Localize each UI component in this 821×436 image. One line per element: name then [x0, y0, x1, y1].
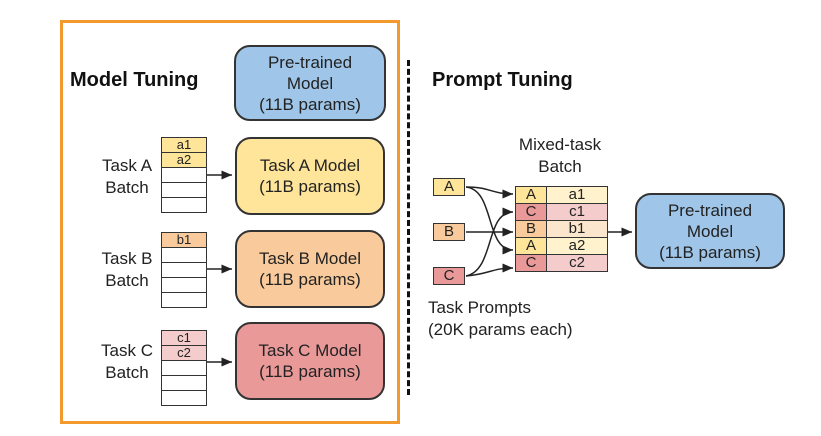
mixed-row: C c1 [516, 204, 607, 221]
task-a-model-params: (11B params) [259, 177, 361, 196]
task-a-batch-label: Task A Batch [92, 155, 162, 199]
pretrained-line1: Pre-trained [267, 52, 353, 72]
mixed-row-task: A [516, 238, 547, 254]
task-b-model-params: (11B params) [259, 270, 361, 289]
task-a-label: Task A [101, 156, 153, 175]
batch-cell [162, 168, 206, 183]
batch-label: Batch [105, 178, 149, 197]
task-c-batch: c1 c2 [161, 330, 207, 406]
task-prompt-a: A [433, 178, 465, 196]
batch-cell: b1 [162, 233, 206, 248]
pretrained-model-box: Pre-trained Model (11B params) [234, 45, 386, 121]
mixed-title-line2: Batch [538, 157, 582, 176]
task-b-batch: b1 [161, 232, 207, 308]
task-b-label: Task B [101, 249, 153, 268]
mixed-row-task: C [516, 204, 547, 220]
batch-cell [162, 376, 206, 391]
task-c-label: Task C [101, 341, 153, 360]
mixed-row-item: c2 [547, 255, 607, 271]
task-prompt-b: B [433, 223, 465, 241]
batch-label: Batch [105, 271, 149, 290]
pretrained-line3: (11B params) [659, 242, 761, 262]
task-c-model-params: (11B params) [259, 362, 361, 381]
mixed-row: B b1 [516, 221, 607, 238]
mixed-row: A a1 [516, 187, 607, 204]
batch-cell [162, 248, 206, 263]
arrow-prompt-c-to-row5 [465, 263, 514, 277]
model-tuning-frame [60, 20, 400, 424]
task-b-model-box: Task B Model (11B params) [235, 230, 385, 308]
mixed-row-task: B [516, 221, 547, 237]
batch-cell: c2 [162, 346, 206, 361]
task-b-model-name: Task B Model [258, 249, 362, 268]
mixed-row-item: b1 [547, 221, 607, 237]
task-c-batch-label: Task C Batch [92, 340, 162, 384]
mixed-title-line1: Mixed-task [518, 135, 602, 154]
model-tuning-title: Model Tuning [70, 69, 199, 91]
pretrained-line1: Pre-trained [667, 200, 753, 220]
mixed-row-item: a1 [547, 187, 607, 203]
batch-cell [162, 278, 206, 293]
task-a-model-name: Task A Model [259, 156, 361, 175]
task-a-model-box: Task A Model (11B params) [235, 137, 385, 215]
batch-cell: a2 [162, 153, 206, 168]
section-divider [407, 60, 410, 395]
task-b-batch-label: Task B Batch [92, 248, 162, 292]
batch-cell [162, 263, 206, 278]
arrow-prompt-a-to-row1 [465, 186, 514, 199]
mixed-row: C c2 [516, 255, 607, 271]
batch-cell [162, 183, 206, 198]
arrow-prompt-c-to-row2 [465, 207, 514, 277]
batch-cell: c1 [162, 331, 206, 346]
task-c-model-name: Task C Model [258, 341, 362, 360]
pretrained-line3: (11B params) [259, 94, 361, 114]
task-prompts-caption-line1: Task Prompts [428, 298, 531, 317]
mixed-task-batch-title: Mixed-task Batch [500, 134, 620, 178]
task-prompts-caption-line2: (20K params each) [428, 320, 573, 339]
batch-cell [162, 361, 206, 376]
mixed-task-batch: A a1 C c1 B b1 A a2 C c2 [515, 186, 608, 272]
pretrained-line2: Model [686, 221, 734, 241]
batch-cell: a1 [162, 138, 206, 153]
task-c-model-box: Task C Model (11B params) [235, 322, 385, 400]
mixed-row-task: A [516, 187, 547, 203]
pretrained-line2: Model [286, 73, 334, 93]
mixed-row: A a2 [516, 238, 607, 255]
task-prompt-c: C [433, 267, 465, 285]
batch-label: Batch [105, 363, 149, 382]
task-prompts-caption: Task Prompts (20K params each) [428, 297, 573, 341]
mixed-row-item: c1 [547, 204, 607, 220]
mixed-row-item: a2 [547, 238, 607, 254]
task-a-batch: a1 a2 [161, 137, 207, 213]
prompt-pretrained-model-box: Pre-trained Model (11B params) [635, 193, 785, 269]
arrow-prompt-a-to-row4 [465, 186, 514, 255]
prompt-tuning-title: Prompt Tuning [432, 69, 573, 91]
mixed-row-task: C [516, 255, 547, 271]
